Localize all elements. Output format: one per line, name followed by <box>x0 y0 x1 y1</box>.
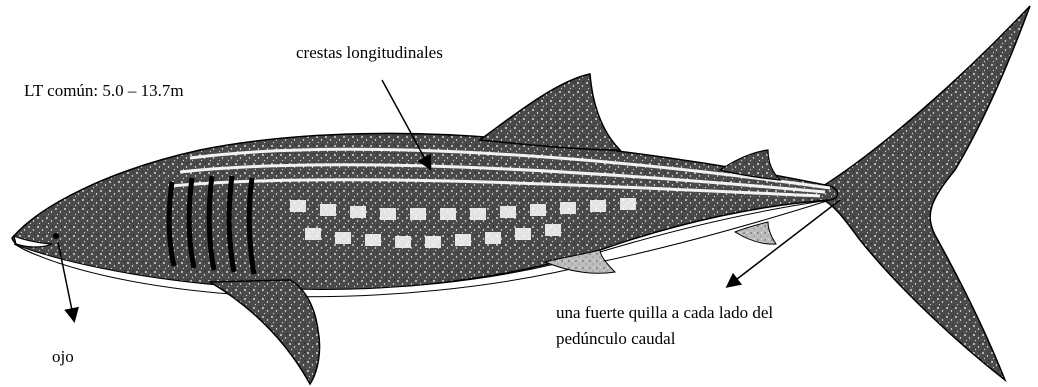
keel-label: una fuerte quilla a cada lado del pedúnc… <box>556 300 773 352</box>
keel-label-line-2: pedúnculo caudal <box>556 326 773 352</box>
eye-label: ojo <box>52 346 74 368</box>
eye-icon <box>53 233 59 239</box>
total-length-label: LT común: 5.0 – 13.7m <box>24 80 184 102</box>
ridges-label: crestas longitudinales <box>296 42 443 64</box>
caudal-fin <box>820 6 1030 380</box>
keel-label-line-1: una fuerte quilla a cada lado del <box>556 300 773 326</box>
dorsal-fin <box>480 74 620 150</box>
pectoral-fin <box>210 280 320 384</box>
